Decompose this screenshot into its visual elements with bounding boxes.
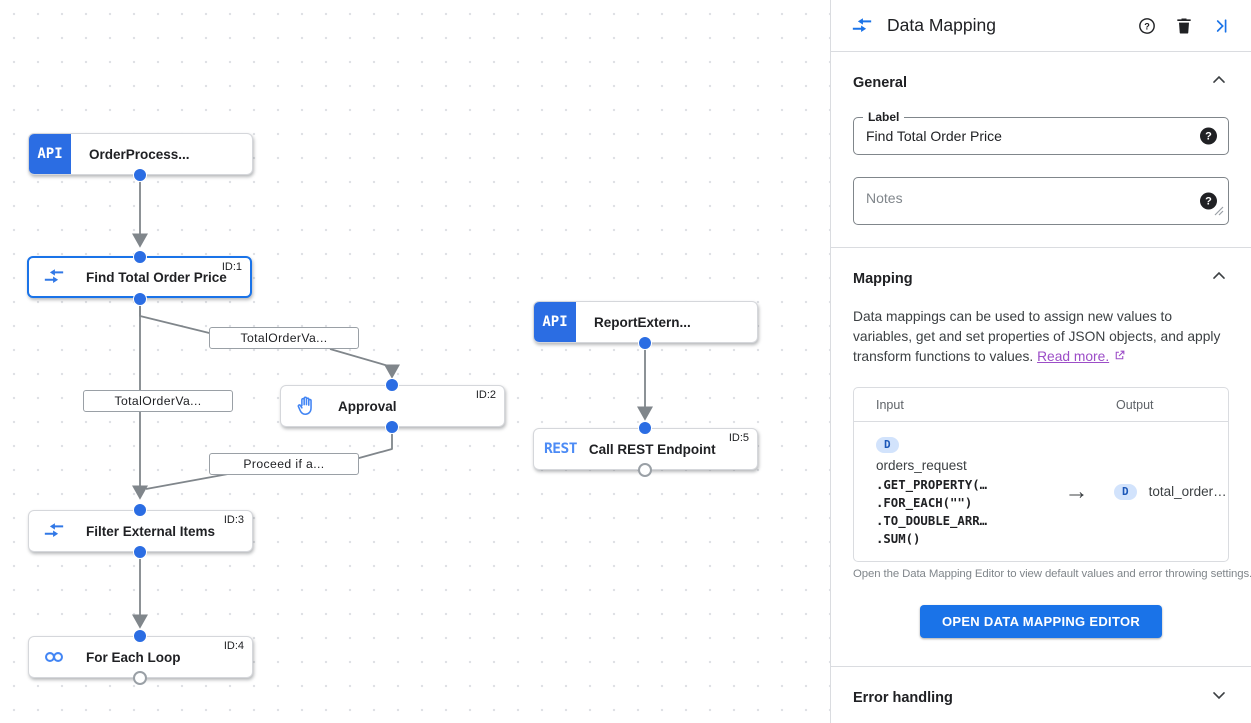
read-more-link[interactable]: Read more. bbox=[1037, 349, 1110, 364]
description-text: Data mappings can be used to assign new … bbox=[853, 309, 1221, 364]
connector-dot[interactable] bbox=[133, 292, 147, 306]
label-input[interactable] bbox=[854, 118, 1172, 154]
section-title: Mapping bbox=[853, 270, 913, 287]
connector-dot[interactable] bbox=[638, 336, 652, 350]
node-label: Find Total Order Price bbox=[86, 269, 227, 285]
section-error-handling-header[interactable]: Error handling bbox=[853, 685, 1229, 710]
data-mapping-icon bbox=[42, 265, 66, 289]
field-help-icon[interactable]: ? bbox=[1200, 127, 1217, 145]
api-trigger-badge: API bbox=[534, 302, 576, 342]
input-variable: orders_request bbox=[876, 458, 967, 473]
node-id-badge: ID:3 bbox=[223, 514, 244, 526]
section-mapping: Mapping Data mappings can be used to ass… bbox=[831, 248, 1251, 667]
transform-function: .TO_DOUBLE_ARR… bbox=[876, 514, 988, 528]
mapping-table-row: D orders_request .GET_PROPERTY(… .FOR_EA… bbox=[854, 422, 1228, 561]
node-id-badge: ID:2 bbox=[475, 389, 496, 401]
section-title: General bbox=[853, 74, 907, 91]
connector-dot[interactable] bbox=[638, 421, 652, 435]
node-label: Approval bbox=[338, 398, 397, 414]
edge-label[interactable]: TotalOrderVa... bbox=[83, 390, 233, 412]
chevron-up-icon bbox=[1209, 70, 1229, 95]
label-field-label: Label bbox=[863, 110, 905, 124]
section-general: General Label ? ? bbox=[831, 52, 1251, 248]
mapping-input-cell: D orders_request .GET_PROPERTY(… .FOR_EA… bbox=[854, 435, 1039, 548]
flow-edges bbox=[131, 175, 654, 629]
connector-dot[interactable] bbox=[385, 378, 399, 392]
chevron-up-icon bbox=[1209, 266, 1229, 291]
resize-handle-icon[interactable] bbox=[1214, 203, 1224, 221]
mapping-table-header: Input Output bbox=[854, 388, 1228, 422]
mapping-description: Data mappings can be used to assign new … bbox=[853, 307, 1229, 367]
transform-function: .GET_PROPERTY(… bbox=[876, 478, 988, 492]
node-id-badge: ID:5 bbox=[728, 432, 749, 444]
hand-icon bbox=[294, 394, 318, 418]
output-variable: total_order… bbox=[1148, 483, 1227, 499]
datatype-badge: D bbox=[876, 437, 899, 453]
node-label: Call REST Endpoint bbox=[588, 441, 716, 457]
data-mapping-icon bbox=[42, 519, 66, 543]
flow-canvas[interactable]: API OrderProcess... Find Total Order Pri… bbox=[0, 0, 830, 723]
notes-field: ? bbox=[853, 177, 1229, 225]
edge-label[interactable]: Proceed if a... bbox=[209, 453, 359, 475]
field-help-icon[interactable]: ? bbox=[1200, 192, 1217, 210]
svg-text:?: ? bbox=[1144, 21, 1150, 31]
output-column-header: Output bbox=[1116, 397, 1154, 412]
connector-dot[interactable] bbox=[133, 629, 147, 643]
input-column-header: Input bbox=[876, 397, 904, 412]
api-trigger-badge: API bbox=[29, 134, 71, 174]
connector-dot[interactable] bbox=[133, 168, 147, 182]
datatype-badge: D bbox=[1114, 483, 1137, 500]
section-error-handling: Error handling bbox=[831, 667, 1251, 723]
panel-header: Data Mapping ? bbox=[831, 0, 1251, 52]
node-call-rest-endpoint[interactable]: REST Call REST Endpoint ID:5 bbox=[533, 428, 758, 470]
connector-dot[interactable] bbox=[385, 420, 399, 434]
help-button[interactable]: ? bbox=[1135, 14, 1159, 38]
node-label: Filter External Items bbox=[86, 523, 216, 539]
node-id-badge: ID:1 bbox=[221, 261, 242, 273]
transform-function: .SUM() bbox=[876, 532, 921, 546]
section-mapping-header[interactable]: Mapping bbox=[853, 266, 1229, 291]
connector-dot[interactable] bbox=[133, 545, 147, 559]
mapping-output-cell: D total_order… bbox=[1114, 482, 1228, 502]
data-mapping-icon bbox=[851, 15, 873, 37]
collapse-panel-button[interactable] bbox=[1209, 14, 1233, 38]
chevron-down-icon bbox=[1209, 685, 1229, 710]
node-id-badge: ID:4 bbox=[223, 640, 244, 652]
node-report-extern-trigger[interactable]: API ReportExtern... bbox=[533, 301, 758, 343]
task-config-panel: Data Mapping ? General bbox=[830, 0, 1251, 723]
transform-function: .FOR_EACH("") bbox=[876, 496, 973, 510]
connector-dot[interactable] bbox=[133, 503, 147, 517]
node-label: OrderProcess... bbox=[89, 146, 190, 162]
delete-button[interactable] bbox=[1172, 14, 1196, 38]
section-general-header[interactable]: General bbox=[853, 70, 1229, 95]
node-label: ReportExtern... bbox=[594, 314, 691, 330]
mapping-preview-table: Input Output D orders_request .GET_PROPE… bbox=[853, 387, 1229, 562]
rest-icon: REST bbox=[544, 441, 577, 457]
mapping-arrow-icon: → bbox=[1064, 477, 1089, 505]
section-title: Error handling bbox=[853, 689, 953, 706]
edge-label[interactable]: TotalOrderVa... bbox=[209, 327, 359, 349]
panel-title: Data Mapping bbox=[887, 15, 996, 35]
label-field: Label ? bbox=[853, 110, 1229, 155]
open-data-mapping-editor-button[interactable]: OPEN DATA MAPPING EDITOR bbox=[919, 605, 1163, 638]
connector-dot-open[interactable] bbox=[638, 463, 652, 477]
external-link-icon bbox=[1113, 349, 1126, 364]
node-label: For Each Loop bbox=[86, 649, 181, 665]
loop-icon bbox=[42, 645, 66, 669]
mapping-editor-hint: Open the Data Mapping Editor to view def… bbox=[853, 568, 1251, 580]
connector-dot[interactable] bbox=[133, 250, 147, 264]
notes-input[interactable] bbox=[854, 178, 1172, 224]
node-filter-external-items[interactable]: Filter External Items ID:3 bbox=[28, 510, 253, 552]
connector-dot-open[interactable] bbox=[133, 671, 147, 685]
